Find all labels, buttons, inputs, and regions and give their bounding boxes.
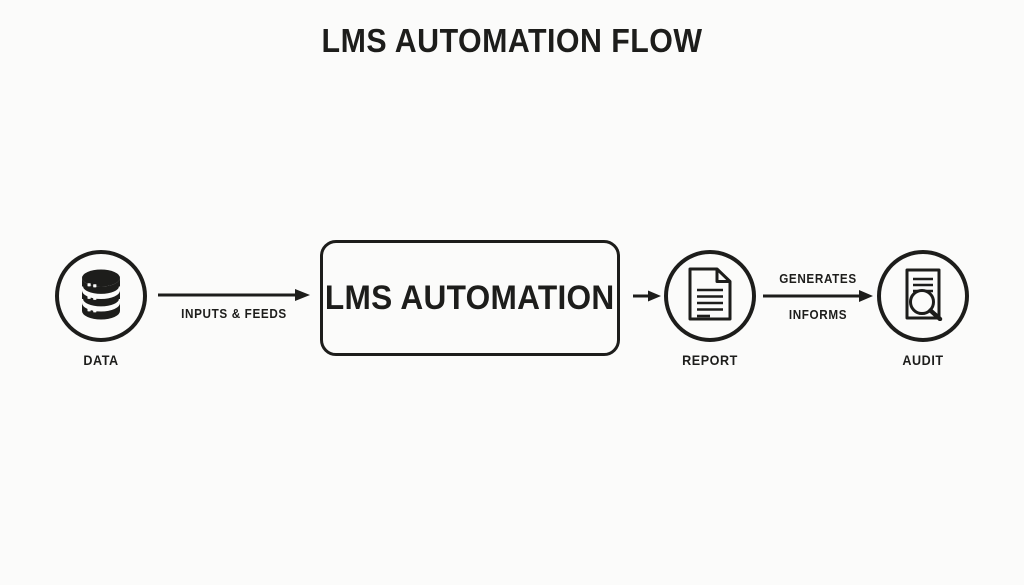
document-icon — [686, 266, 734, 327]
node-report[interactable]: REPORT — [660, 250, 760, 368]
node-data-circle — [55, 250, 147, 342]
connector-lms-to-report — [633, 289, 661, 303]
node-audit-label: AUDIT — [902, 352, 944, 368]
node-audit[interactable]: AUDIT — [873, 250, 973, 368]
node-audit-circle — [877, 250, 969, 342]
connector-data-to-lms: INPUTS & FEEDS — [158, 288, 310, 321]
node-data-label: DATA — [83, 352, 119, 368]
node-data[interactable]: DATA — [51, 250, 151, 368]
node-report-circle — [664, 250, 756, 342]
connector-report-to-audit-label-below: INFORMS — [788, 307, 848, 322]
node-lms-automation-label: LMS AUTOMATION — [325, 278, 615, 317]
connector-report-to-audit-label-above: GENERATES — [779, 271, 857, 286]
node-lms-automation[interactable]: LMS AUTOMATION — [320, 240, 620, 356]
database-icon — [75, 267, 127, 326]
node-report-label: REPORT — [682, 352, 738, 368]
connector-report-to-audit: GENERATES INFORMS — [763, 271, 873, 322]
connector-data-to-lms-label: INPUTS & FEEDS — [181, 306, 287, 321]
page-title: LMS AUTOMATION FLOW — [321, 22, 703, 59]
document-search-icon — [898, 267, 948, 326]
